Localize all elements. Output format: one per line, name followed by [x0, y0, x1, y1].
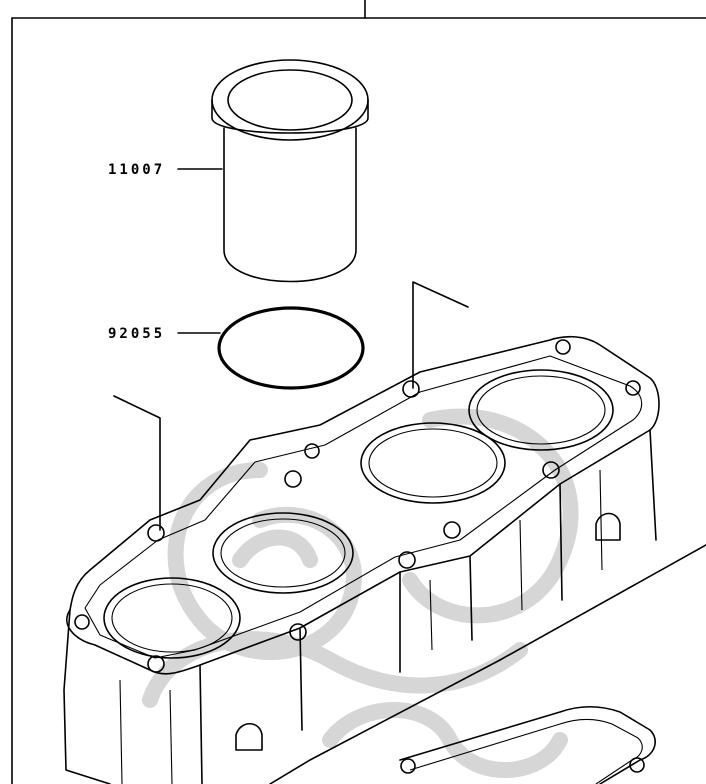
cylinder-block-icon: [63, 335, 660, 784]
part-label-92055: 92055: [108, 326, 165, 342]
leader-left: [113, 395, 161, 531]
frame: [11, 0, 706, 784]
leader-right: [412, 281, 469, 389]
base-gasket-icon: [399, 705, 656, 784]
o-ring-icon: [217, 306, 365, 390]
cylinder-liner-icon: [211, 59, 369, 283]
part-label-11007: 11007: [108, 162, 165, 178]
